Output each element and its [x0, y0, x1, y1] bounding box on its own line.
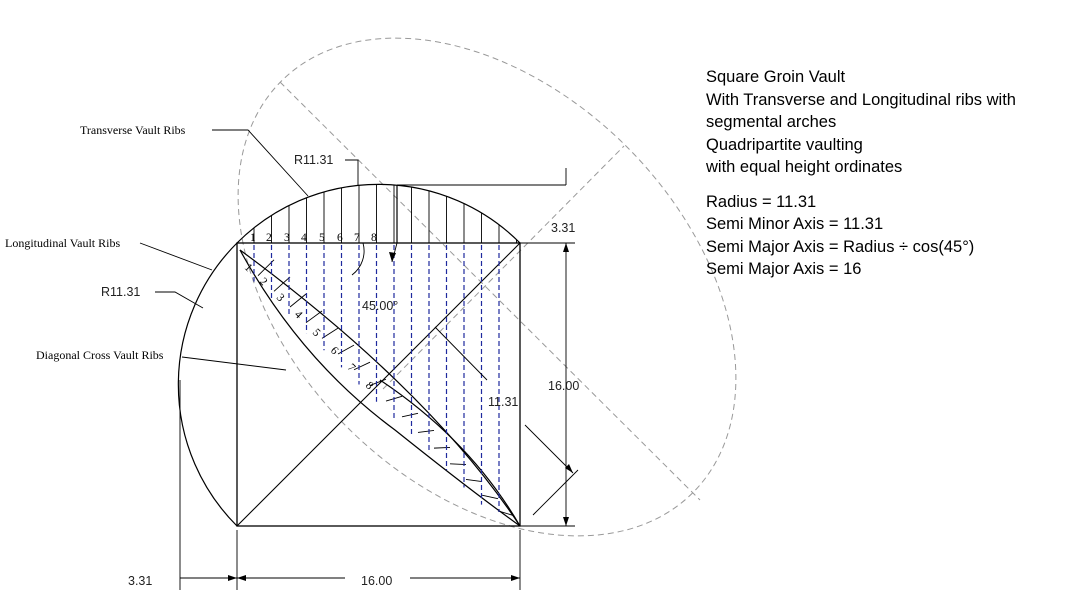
ordinate-number: 5 — [319, 232, 325, 244]
ordinate-number: 6 — [337, 232, 343, 244]
longitudinal-rib-label: Longitudinal Vault Ribs — [5, 236, 120, 250]
diagonal-hatch — [401, 412, 419, 418]
ordinate-number: 8 — [371, 232, 377, 244]
diagonal-hatch — [369, 378, 387, 386]
semi-major-formula-note: Semi Major Axis = Radius ÷ cos(45°) — [706, 237, 975, 256]
ellipse-minor-axis — [382, 145, 625, 390]
notes-line: segmental arches — [706, 113, 837, 131]
transverse-ordinates — [253, 184, 517, 243]
radius-note: Radius = 11.31 — [706, 192, 817, 211]
notes-line: with equal height ordinates — [706, 158, 903, 176]
span-bottom-label: 16.00 — [361, 574, 392, 588]
leaders — [139, 129, 359, 371]
notes-line: Quadripartite vaulting — [706, 135, 863, 154]
notes-title: Square Groin Vault — [706, 68, 846, 86]
diagonal-hatch — [465, 479, 483, 483]
ordinate-number: 7 — [354, 232, 360, 244]
transverse-rib-label: Transverse Vault Ribs — [80, 123, 186, 137]
span-right-label: 16.00 — [548, 379, 579, 393]
dimension-lines — [179, 168, 579, 590]
diagonal-hatch — [449, 463, 467, 465]
ordinate-number: 3 — [284, 232, 290, 244]
projection-lines — [253, 245, 500, 512]
ordinate-number: 2 — [266, 232, 272, 244]
diagonal-hatch — [321, 327, 339, 339]
dimension-arrows — [228, 243, 573, 581]
ordinate-number: 5 — [310, 327, 323, 340]
diag-radius-label: 11.31 — [488, 395, 518, 409]
diagonal-hatch — [481, 494, 499, 500]
ordinate-number: 4 — [292, 309, 305, 322]
diagonal-hatch — [305, 310, 323, 324]
radius-top-label: R11.31 — [294, 153, 333, 167]
plan-diagonal — [236, 242, 521, 527]
diagonal-hatch — [433, 447, 451, 449]
diagonal-hatch — [497, 510, 515, 517]
angle-label: 45.00° — [362, 299, 398, 313]
ordinate-number: 7 — [345, 362, 358, 375]
ordinate-number: 4 — [301, 232, 307, 244]
top-ordinate-numbers: 1 2 3 4 5 6 7 8 — [250, 232, 377, 244]
diagonal-ordinate-numbers: 1 2 3 4 5 6 7 8 — [242, 262, 376, 393]
rise-bottom-label: 3.31 — [128, 574, 152, 588]
diagonal-rib-label: Diagonal Cross Vault Ribs — [36, 348, 164, 362]
rise-right-label: 3.31 — [551, 221, 575, 235]
ordinate-number: 1 — [250, 232, 256, 244]
ordinate-number: 2 — [257, 276, 270, 289]
semi-major-value-note: Semi Major Axis = 16 — [706, 260, 862, 278]
semi-minor-note: Semi Minor Axis = 11.31 — [706, 215, 884, 233]
diagonal-hatch — [337, 344, 355, 355]
longitudinal-arch — [177, 242, 238, 527]
transverse-arch — [236, 183, 521, 244]
notes-line: With Transverse and Longitudinal ribs wi… — [706, 90, 1016, 109]
diagonal-hatch — [289, 293, 307, 308]
ordinate-number: 3 — [274, 292, 287, 305]
plan-square — [236, 242, 521, 527]
diagonal-hatch — [273, 276, 291, 292]
ellipse-major-axis — [279, 81, 701, 501]
diagonal-hatch — [353, 361, 371, 371]
ordinate-number: 6 — [328, 345, 341, 358]
diagonal-hatch — [417, 429, 435, 433]
radius-left-label: R11.31 — [101, 285, 140, 299]
ordinate-number: 8 — [363, 380, 376, 393]
vault-notes: Square Groin Vault With Transverse and L… — [706, 66, 1061, 281]
